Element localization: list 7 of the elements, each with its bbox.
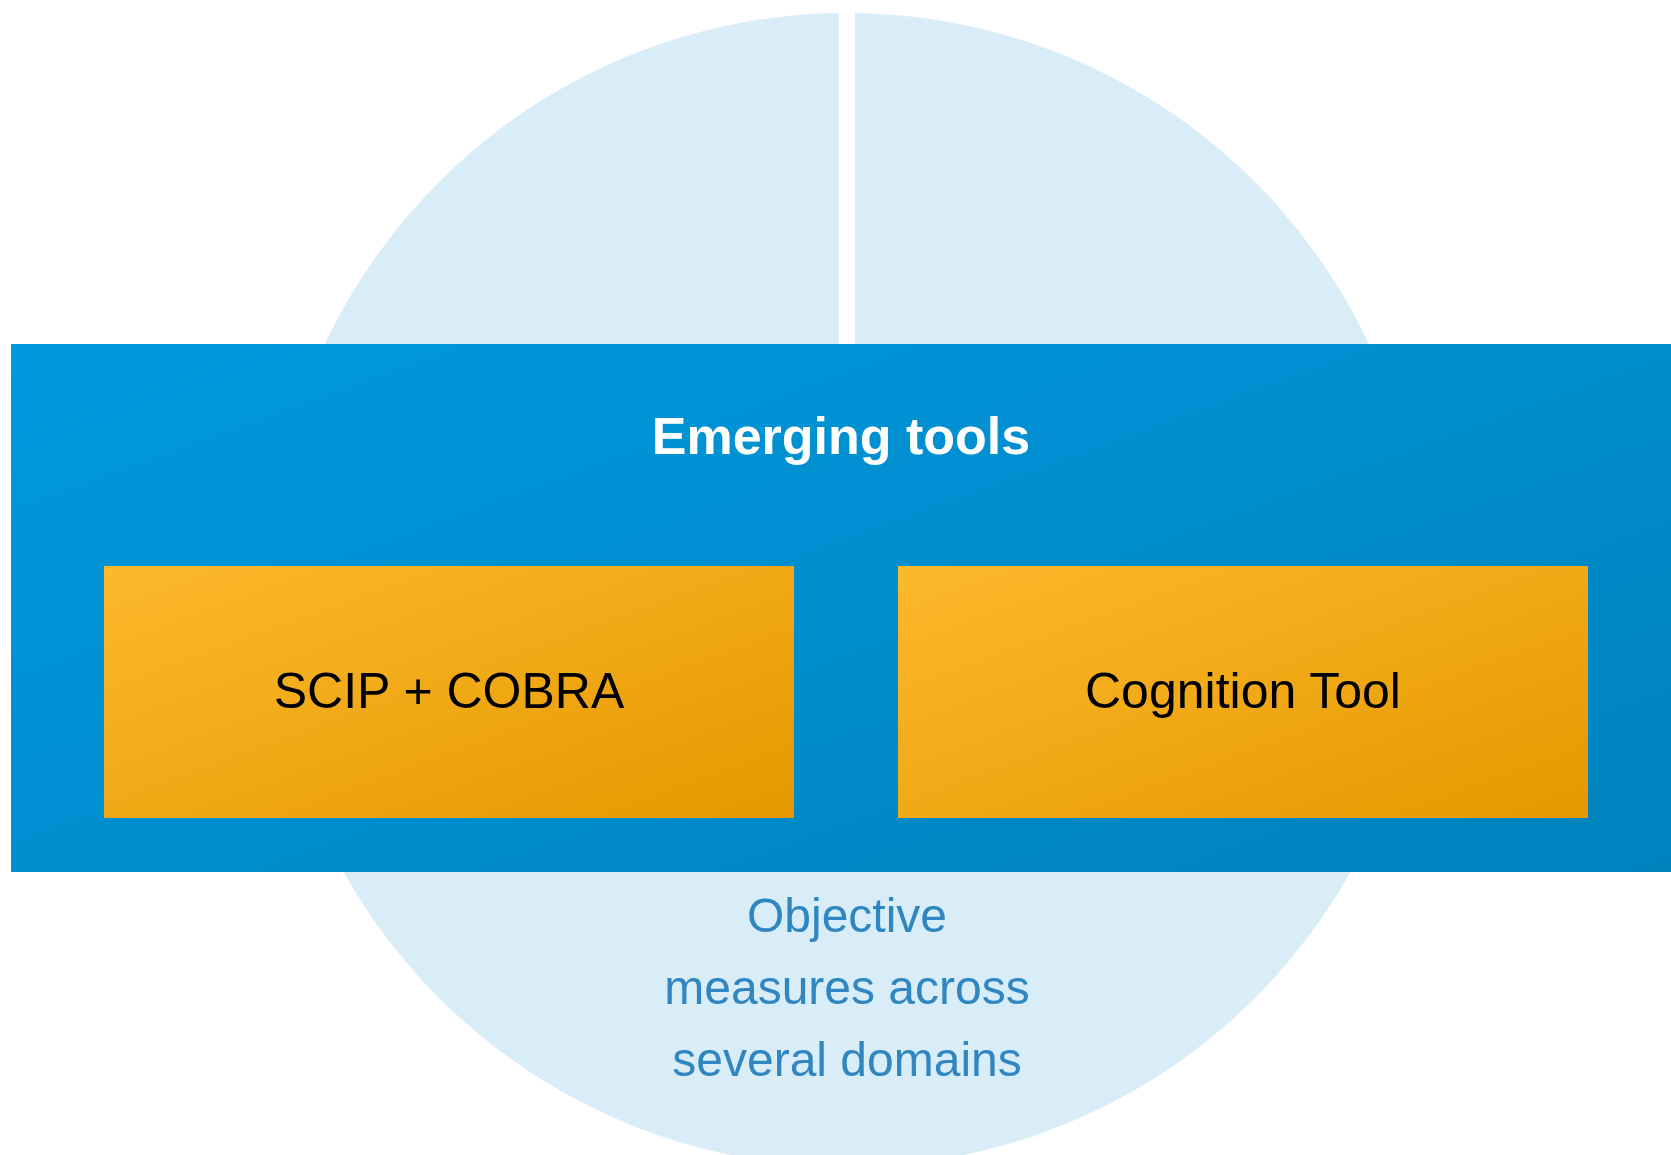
tool-name: SCIP + COBRA: [272, 662, 626, 720]
band-heading: Emerging tools: [650, 406, 1032, 466]
tool-box: [898, 566, 1588, 818]
category-band: [11, 344, 1671, 872]
segment-label: Objective measures across several domains: [663, 888, 1031, 1088]
tool-name: Cognition Tool: [1084, 662, 1402, 720]
tool-box: [104, 566, 794, 818]
